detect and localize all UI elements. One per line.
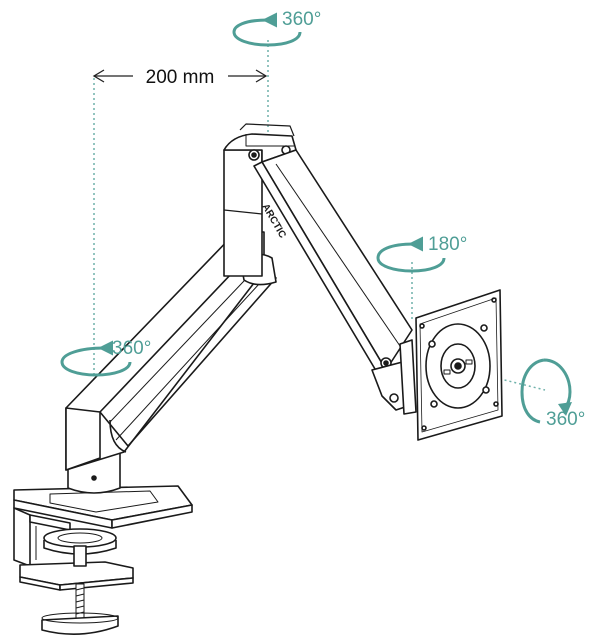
vesa-hole-tl (428, 340, 436, 348)
vesa-plate (415, 289, 503, 441)
rotation-top-label: 360° (282, 9, 321, 30)
rotation-elbow-label: 180° (428, 234, 467, 255)
desk-clamp (13, 485, 193, 635)
vesa-hole-tr (480, 324, 488, 332)
rotation-vesa: 360° (520, 358, 585, 430)
dimension-label: 200 mm (146, 67, 215, 88)
pillar-and-top-pivot (223, 123, 297, 277)
rotation-arrow-icon (376, 236, 446, 273)
clamp-screw (75, 583, 85, 621)
rotation-vesa-label: 360° (546, 409, 585, 430)
rotation-arrow-icon (60, 340, 132, 377)
rotation-top: 360° (232, 9, 321, 47)
dimension-annotation: 200 mm (92, 67, 268, 88)
vesa-hole-br (482, 386, 490, 394)
clamp-knob (41, 615, 119, 635)
rotation-base: 360° (60, 338, 151, 377)
upper-arm (253, 149, 417, 415)
vesa-hole-bl (430, 400, 438, 408)
rotation-arrow-icon (232, 12, 302, 47)
rotation-elbow: 180° (376, 234, 467, 273)
rotation-base-label: 360° (112, 338, 151, 359)
